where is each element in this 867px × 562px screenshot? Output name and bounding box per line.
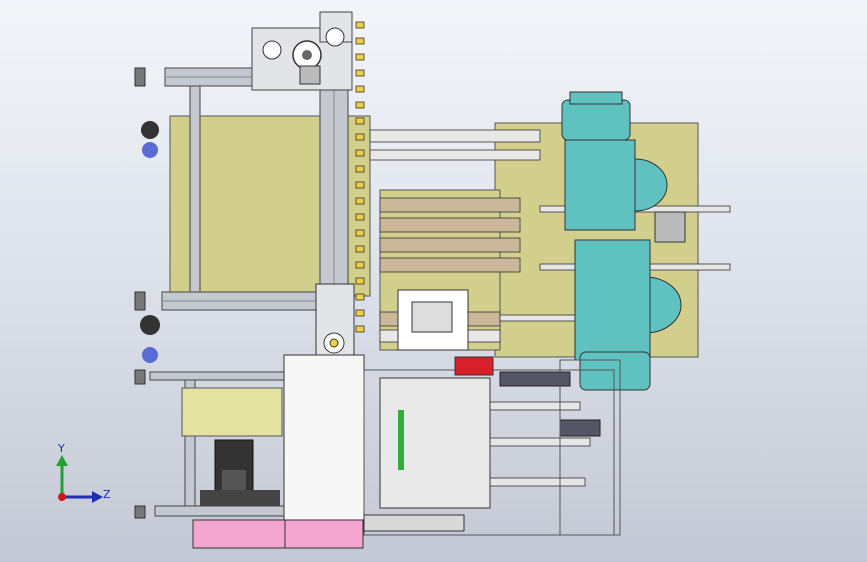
left-post <box>189 85 201 293</box>
triad-y-label: Y <box>58 442 65 455</box>
left-post-lower <box>184 379 196 507</box>
green-strip <box>398 410 404 470</box>
grey-base-plate <box>363 514 465 532</box>
axis-triad <box>56 455 103 503</box>
top-pulley-left <box>262 40 282 60</box>
caster-wheels <box>140 121 160 363</box>
motor-bracket <box>654 211 686 243</box>
triad-z-label: Z <box>103 488 111 501</box>
motor-bottom-body <box>579 351 651 391</box>
small-gearbox <box>299 65 321 85</box>
clamp-block <box>397 289 469 351</box>
spindle-rows <box>369 129 541 343</box>
pink-block-right <box>284 519 364 549</box>
bottom-rail <box>154 505 291 517</box>
lower-rail <box>149 371 291 381</box>
fitting-column <box>355 21 365 333</box>
triad-x-axis <box>58 493 66 501</box>
yellow-support <box>181 387 283 437</box>
right-lower-plate <box>559 359 621 536</box>
lower-housing <box>283 354 365 521</box>
top-pulley-right <box>325 27 345 47</box>
column-carriage <box>315 283 355 369</box>
pink-block-left <box>192 519 286 549</box>
leveling-feet <box>134 67 146 519</box>
motor-top-body <box>561 99 631 141</box>
red-block <box>454 356 494 376</box>
motor-top-cap <box>569 91 623 105</box>
